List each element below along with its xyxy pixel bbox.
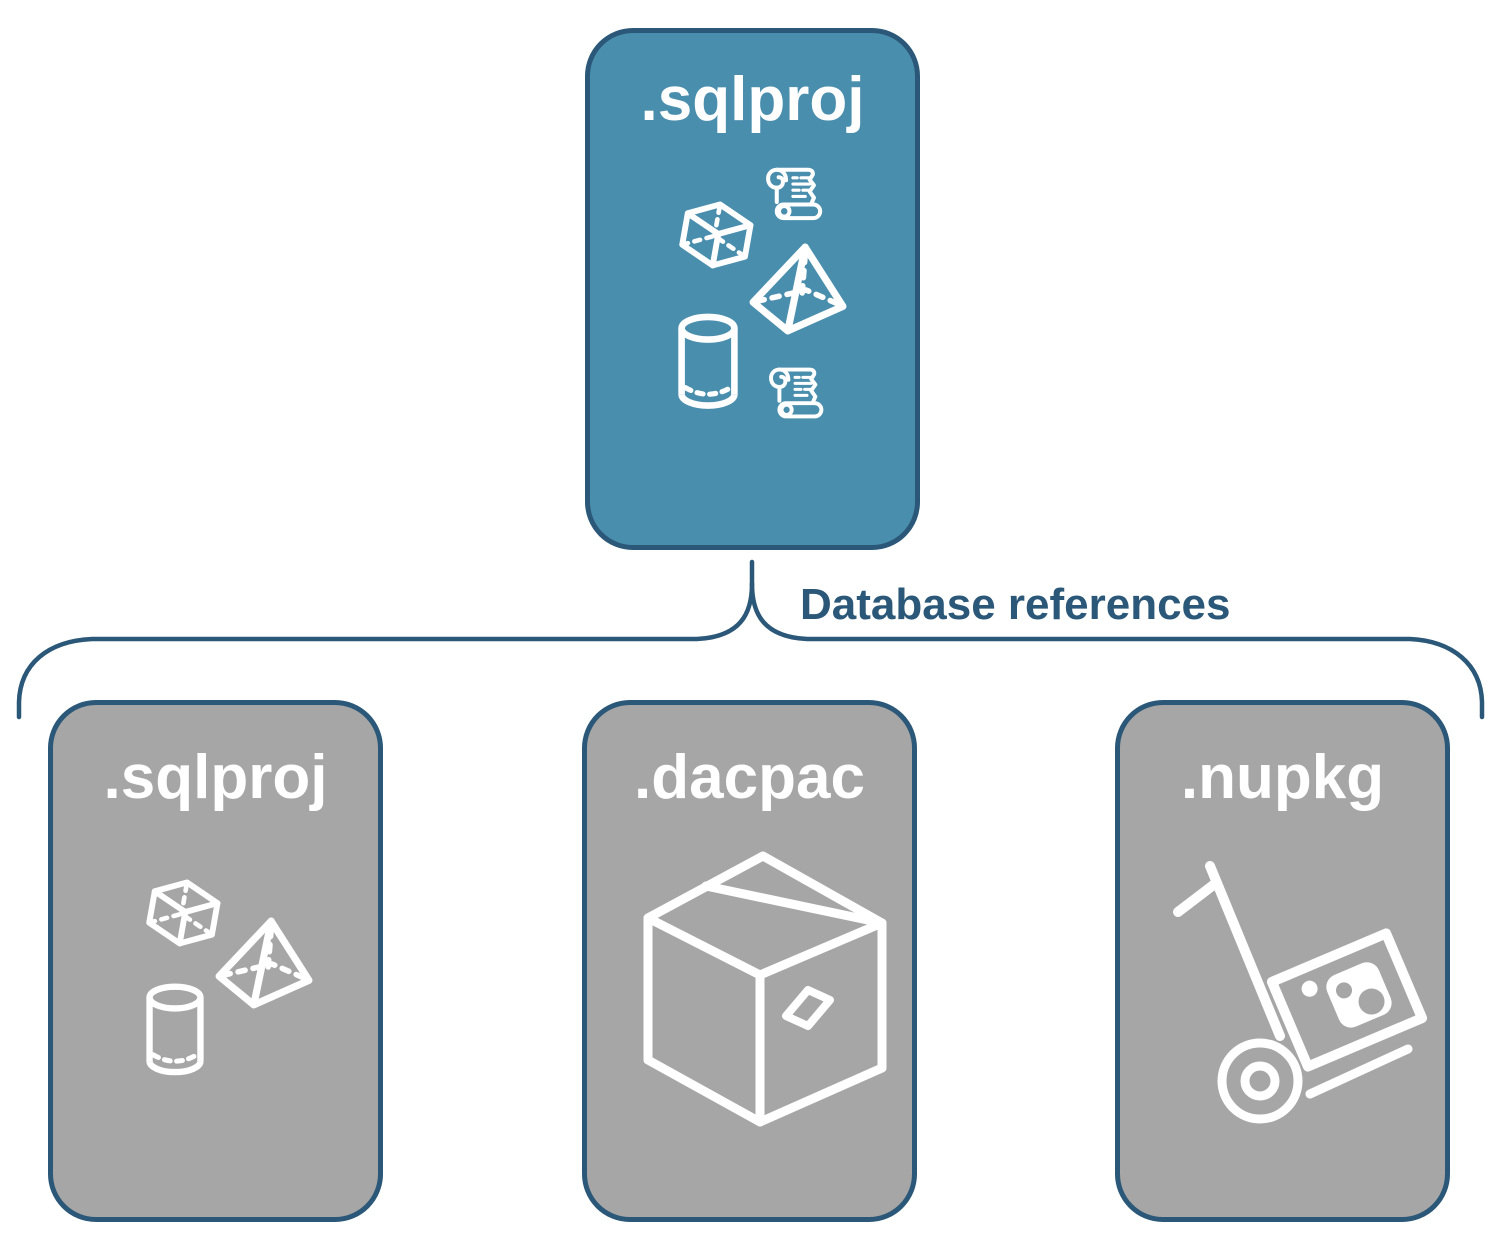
child-card-title: .dacpac — [634, 743, 865, 812]
scroll-icon — [768, 366, 828, 423]
child-card-title: .nupkg — [1180, 743, 1385, 812]
pyramid-icon — [213, 915, 315, 1012]
connector-label: Database references — [800, 580, 1231, 629]
root-card-title: .sqlproj — [640, 65, 865, 134]
child-card-title: .sqlproj — [103, 743, 328, 812]
pyramid-icon — [747, 241, 849, 338]
child-card-dacpac: .dacpac — [582, 700, 917, 1222]
scroll-icon — [765, 166, 827, 225]
package-box-icon — [640, 848, 890, 1128]
cylinder-icon — [143, 983, 207, 1083]
hand-truck-icon — [1170, 860, 1450, 1130]
cylinder-icon — [675, 313, 741, 417]
child-card-nupkg: .nupkg — [1115, 700, 1450, 1222]
child-card-sqlproj: .sqlproj — [48, 700, 383, 1222]
root-card-sqlproj: .sqlproj — [585, 28, 920, 550]
